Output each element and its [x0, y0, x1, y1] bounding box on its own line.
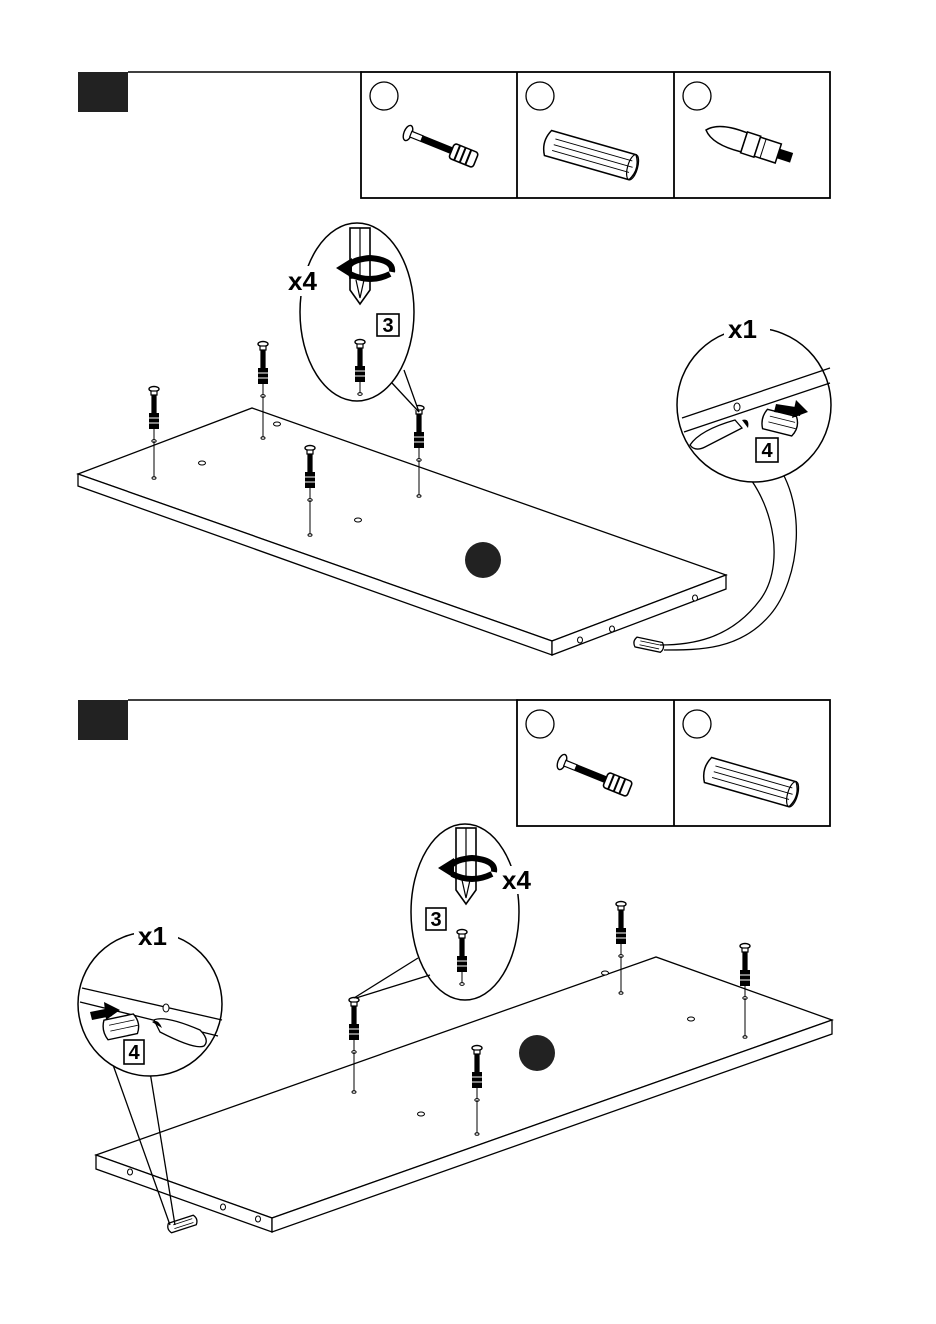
parts-table: [517, 700, 830, 826]
screw-quantity: x4: [502, 865, 531, 895]
parts-table: [361, 72, 830, 198]
dowel-part-number: 4: [761, 440, 773, 462]
step-1: 3 x4: [78, 72, 831, 655]
screw-part-number: 3: [382, 315, 393, 337]
step-number-box: [78, 72, 128, 112]
panel-marker: [519, 1035, 555, 1071]
step-2: 3 x4: [78, 700, 832, 1233]
screw-callout: 3 x4: [284, 223, 419, 412]
dowel-quantity: x1: [728, 314, 757, 344]
panel-marker: [465, 542, 501, 578]
screw-part-number: 3: [430, 909, 441, 931]
screw-quantity: x4: [288, 266, 317, 296]
dowel-quantity: x1: [138, 921, 167, 951]
edge-dowel: [167, 1215, 199, 1234]
edge-dowel: [633, 637, 664, 653]
panel-board: [78, 408, 726, 655]
step-number-box: [78, 700, 128, 740]
screw-callout: 3 x4: [354, 824, 536, 1000]
dowel-part-number: 4: [128, 1042, 140, 1064]
